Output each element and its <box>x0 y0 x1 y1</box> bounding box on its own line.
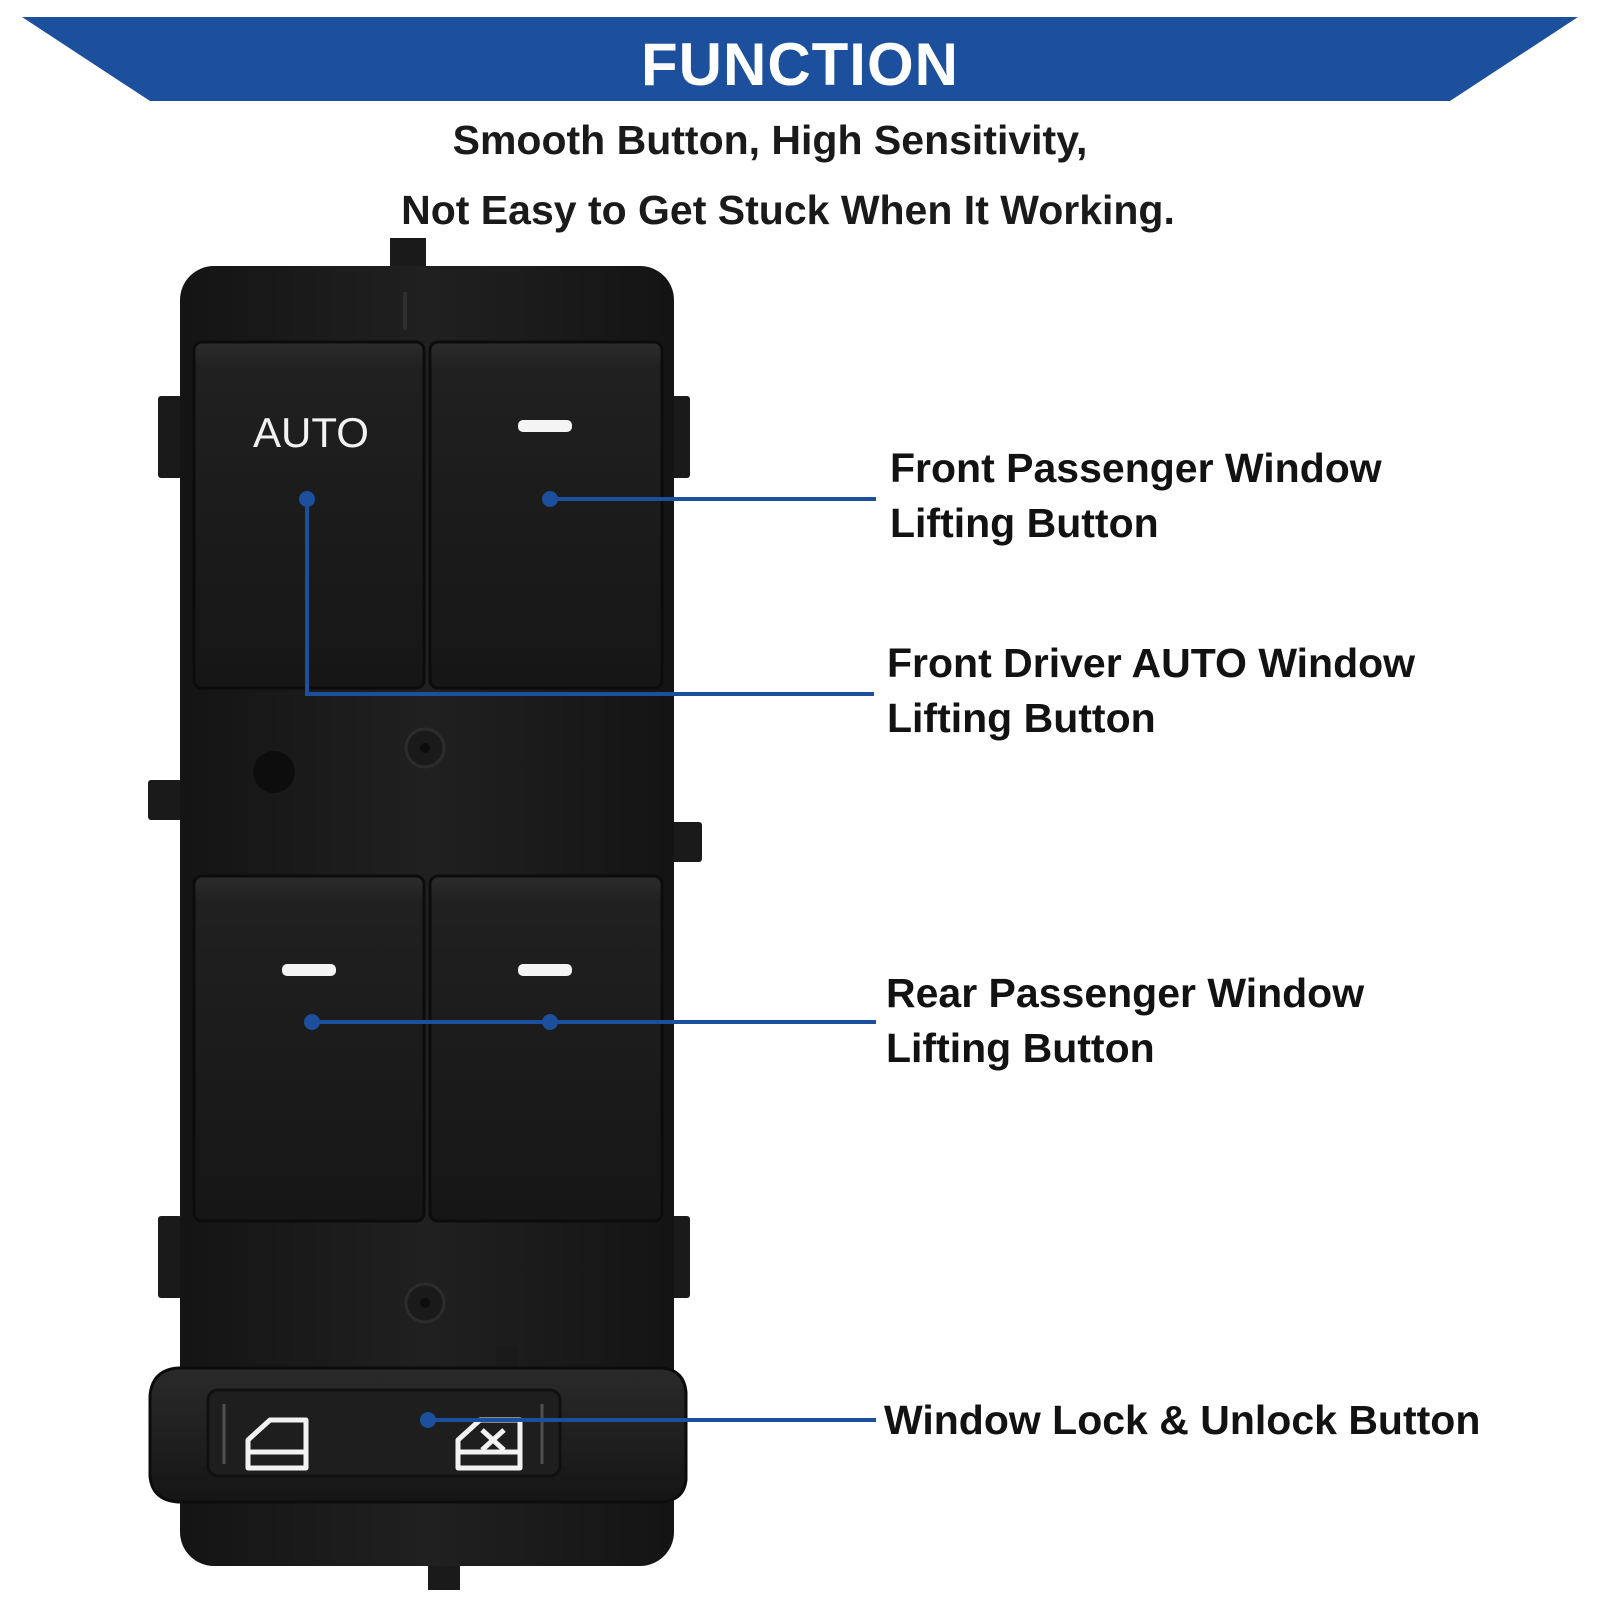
callout-line-2: Lifting Button <box>887 695 1156 741</box>
callout-line-1: Front Passenger Window <box>890 445 1382 491</box>
banner-shape <box>22 17 1578 101</box>
rear-right-passenger-button[interactable] <box>428 874 664 1223</box>
front-driver-callout-label: Front Driver AUTO Window Lifting Button <box>887 636 1415 746</box>
side-clip <box>158 396 182 478</box>
side-clip <box>158 1216 182 1298</box>
rear-left-passenger-button[interactable] <box>192 874 426 1223</box>
callout-lines <box>305 497 876 1422</box>
callout-line-2: Lifting Button <box>890 500 1159 546</box>
rear-left-dash-mark <box>282 964 336 976</box>
front-passenger-button[interactable] <box>428 340 664 690</box>
callout-dot <box>542 491 558 507</box>
side-clip <box>668 822 702 862</box>
callout-line-1: Front Driver AUTO Window <box>887 640 1416 686</box>
front-driver-callout-line <box>305 499 874 696</box>
rear-passenger-callout-label: Rear Passenger Window Lifting Button <box>886 966 1364 1076</box>
front-passenger-dash-mark <box>518 420 572 432</box>
front-passenger-callout-label: Front Passenger Window Lifting Button <box>890 441 1382 551</box>
callout-dots <box>299 491 558 1428</box>
callout-line-2: Lifting Button <box>886 1025 1155 1071</box>
side-clip <box>148 780 182 820</box>
callout-dot <box>304 1014 320 1030</box>
window-unlock-icon <box>245 1417 309 1471</box>
banner-title: FUNCTION <box>641 31 959 98</box>
callout-dot <box>542 1014 558 1030</box>
auto-label: AUTO <box>253 409 369 456</box>
indicator-hole <box>253 751 295 793</box>
header-banner <box>22 17 1578 101</box>
subtitle-line-2: Not Easy to Get Stuck When It Working. <box>401 187 1175 233</box>
callout-dot <box>299 491 315 507</box>
rear-right-dash-mark <box>518 964 572 976</box>
screw-boss-center <box>420 1298 430 1308</box>
lock-callout-label: Window Lock & Unlock Button <box>884 1397 1481 1443</box>
window-lock-unlock-button[interactable] <box>206 1388 562 1478</box>
callout-line-1: Rear Passenger Window <box>886 970 1365 1016</box>
screw-boss-center <box>420 743 430 753</box>
subtitle-line-1: Smooth Button, High Sensitivity, <box>452 117 1088 163</box>
lock-tab <box>496 1346 518 1368</box>
callout-dot <box>420 1412 436 1428</box>
